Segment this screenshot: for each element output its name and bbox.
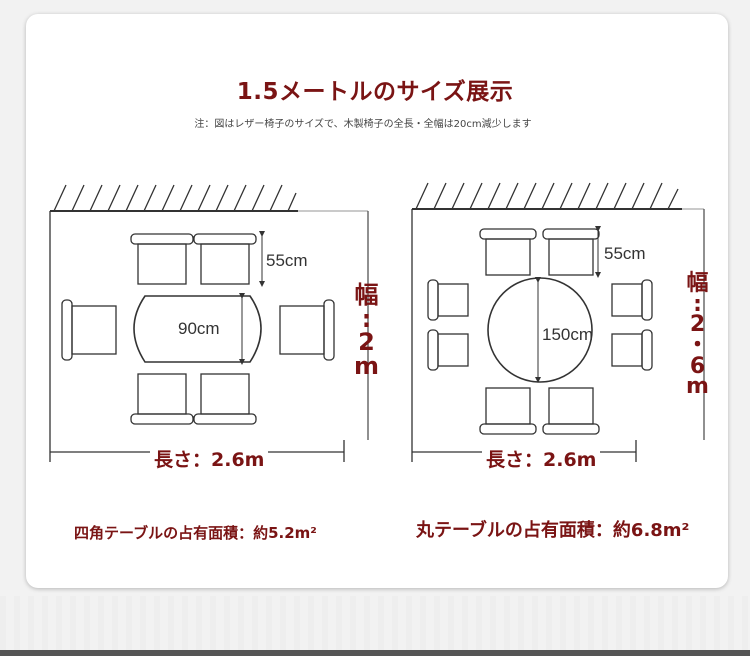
chair	[193, 373, 257, 425]
chair	[542, 228, 600, 276]
left-wall-hatch	[50, 184, 298, 212]
right-wall-hatch	[412, 182, 682, 210]
chair	[130, 373, 194, 425]
right-area-label: 丸テーブルの占有面積：約6.8m²	[416, 520, 690, 541]
right-table-diameter: 150cm	[542, 325, 593, 344]
chair	[542, 387, 600, 435]
right-length-label: 長さ：2.6m	[482, 445, 601, 472]
left-table-width: 90cm	[178, 319, 220, 338]
chair	[611, 279, 653, 321]
chair	[130, 233, 194, 285]
chair	[611, 329, 653, 371]
bottom-edge	[0, 650, 750, 656]
oval-table	[133, 295, 262, 363]
content-card	[26, 14, 728, 588]
chair	[279, 299, 335, 361]
chair	[479, 228, 537, 276]
page-title: 1.5メートルのサイズ展示	[236, 79, 514, 105]
chair	[193, 233, 257, 285]
size-note: 注：図はレザー椅子のサイズで、木製椅子の全長・全幅は20cm減少します	[194, 119, 532, 130]
right-chair-depth: 55cm	[604, 244, 646, 263]
chair	[61, 299, 117, 361]
right-width-label: 幅 : 2 ・ 6 m	[686, 271, 709, 400]
chair	[479, 387, 537, 435]
left-chair-depth: 55cm	[266, 251, 308, 270]
chair	[427, 329, 469, 371]
left-width-label: 幅 : 2 m	[354, 281, 380, 380]
chair	[427, 279, 469, 321]
right-room	[411, 182, 705, 462]
background-strip	[0, 596, 750, 656]
left-length-label: 長さ：2.6m	[150, 445, 269, 472]
left-area-label: 四角テーブルの占有面積：約5.2m²	[62, 514, 329, 551]
